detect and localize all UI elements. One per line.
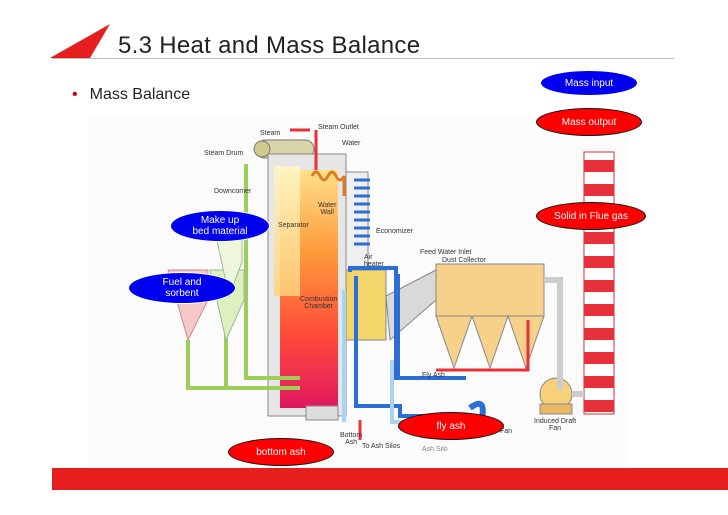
- slide-title: 5.3 Heat and Mass Balance: [118, 32, 421, 59]
- callout-bottom-ash: bottom ash: [228, 438, 334, 466]
- label-feed-water-inlet: Feed Water Inlet: [420, 249, 472, 256]
- label-air-heater: Air heater: [364, 254, 384, 268]
- label-water-wall: Water Wall: [318, 202, 337, 216]
- label-steam: Steam: [260, 130, 281, 137]
- callout-fuel-and-sorbent: Fuel and sorbent: [128, 272, 236, 304]
- footer-red-bar: [52, 468, 728, 490]
- title-divider: [52, 58, 674, 59]
- label-fan: Fan: [500, 428, 513, 435]
- label-fly-ash: Fly Ash: [422, 372, 445, 379]
- callout-mass-input: Mass input: [540, 70, 638, 96]
- label-to-ash-silos: To Ash Silos: [362, 443, 401, 450]
- chimney-stack: [583, 151, 615, 415]
- label-bottom-ash: Bottom Ash: [340, 432, 363, 446]
- label-induced-draft-fan: Induced Draft Fan: [534, 418, 577, 432]
- callout-solid-in-flue-gas: Solid in Flue gas: [536, 202, 646, 230]
- label-downcomer: Downcomer: [214, 188, 252, 195]
- bullet-icon: •: [72, 86, 78, 103]
- label-dust-collector: Dust Collector: [442, 257, 486, 264]
- label-combustion-chamber: Combustion Chamber: [300, 296, 338, 310]
- callout-mass-output: Mass output: [536, 108, 642, 136]
- label-ash-silo: Ash Silo: [422, 446, 448, 453]
- callout-fly-ash: fly ash: [398, 412, 504, 440]
- label-steam-drum: Steam Drum: [204, 150, 244, 157]
- bullet-item: • Mass Balance: [72, 86, 190, 104]
- red-accent-triangle: [50, 24, 110, 58]
- dust-collector: [435, 263, 545, 370]
- bullet-text: Mass Balance: [89, 86, 191, 103]
- label-separator: Separator: [278, 222, 309, 229]
- label-economizer: Economizer: [376, 228, 413, 235]
- label-water: Water: [342, 140, 361, 147]
- induced-draft-fan: [539, 377, 573, 415]
- label-steam-outlet: Steam Outlet: [318, 124, 359, 131]
- callout-make-up-bed-material: Make up bed material: [170, 210, 270, 242]
